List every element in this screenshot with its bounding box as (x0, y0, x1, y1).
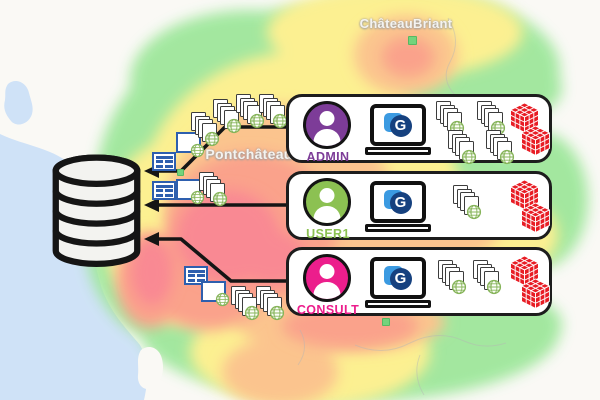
layer-stack-icon (448, 130, 477, 165)
globe-icon (466, 204, 482, 220)
map-marker (177, 169, 184, 176)
layer-stack-icon (473, 260, 502, 295)
arrowhead-admin (144, 164, 159, 178)
avatar-icon (303, 254, 351, 302)
role-card-admin: ADMIN G (286, 94, 552, 165)
cube-icon (521, 125, 550, 156)
arrowhead-consult (144, 232, 159, 246)
globe-icon (499, 149, 515, 165)
admin-boundaries (297, 17, 507, 396)
avatar-icon (303, 101, 351, 149)
cube-icon (510, 179, 539, 210)
cube-icon (510, 255, 539, 286)
arrowhead-user1 (144, 198, 159, 212)
map-label-chateaubriant: ChâteauBriant (359, 16, 453, 31)
sea-water (0, 134, 148, 400)
user-avatar: CONSULT (297, 254, 359, 317)
database-icon (52, 154, 141, 267)
layer-stack-icon (486, 130, 515, 165)
map-marker (408, 36, 417, 45)
app-logo-icon: G (383, 265, 413, 291)
globe-icon (461, 149, 477, 165)
role-label: CONSULT (296, 303, 360, 317)
laptop-icon: G (365, 257, 431, 308)
arrow-consult-to-db (157, 237, 288, 283)
avatar-icon (303, 178, 351, 226)
cube-icon (521, 202, 550, 233)
role-card-consult: CONSULT G (286, 247, 552, 317)
role-card-user1: USER1 G (286, 171, 552, 241)
globe-icon (490, 120, 506, 136)
user-avatar: USER1 (297, 178, 359, 241)
globe-icon (449, 120, 465, 136)
map-marker (382, 318, 390, 326)
laptop-icon: G (365, 104, 431, 155)
app-logo-icon: G (383, 189, 413, 215)
island (137, 346, 163, 390)
globe-icon (486, 279, 502, 295)
user-avatar: ADMIN (297, 101, 359, 164)
cube-icon (510, 102, 539, 133)
map-label-pontchateau: Pontchâteau (205, 146, 293, 162)
cube-icon (521, 278, 550, 309)
role-label: USER1 (306, 227, 350, 241)
laptop-icon: G (365, 181, 431, 232)
lake-water (4, 80, 33, 125)
layer-stack-icon (436, 101, 465, 136)
role-label: ADMIN (306, 150, 350, 164)
layer-stack-icon (438, 260, 467, 295)
layer-stack-icon (453, 185, 482, 220)
layer-stack-icon (477, 101, 506, 136)
app-logo-icon: G (383, 112, 413, 138)
globe-icon (451, 279, 467, 295)
